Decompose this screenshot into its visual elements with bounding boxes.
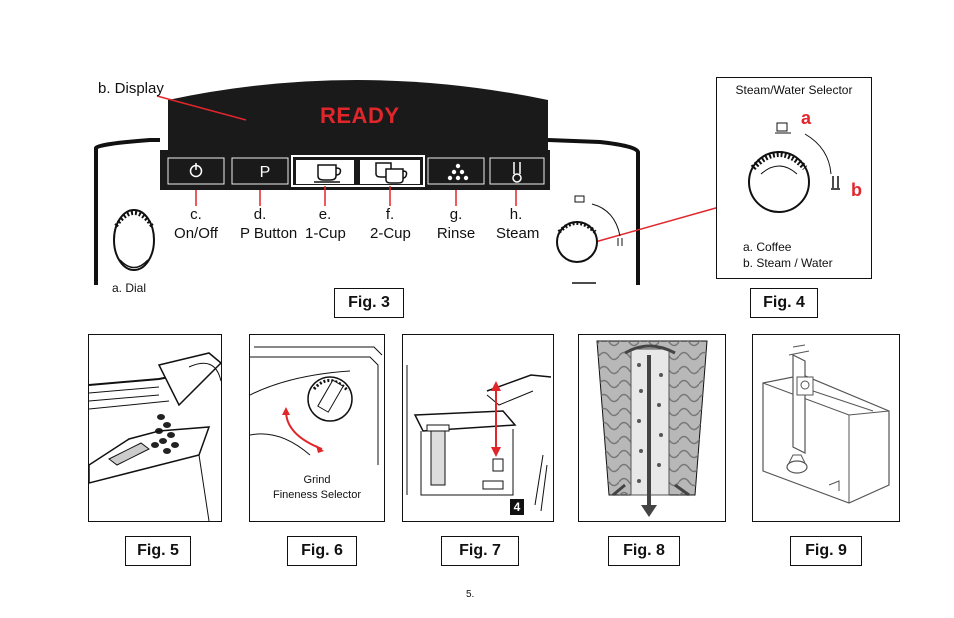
fig8-caption: Fig. 8 <box>608 536 680 566</box>
fig8-panel <box>578 334 726 522</box>
fig9-drawing <box>762 344 890 504</box>
btn-p-letter: d. <box>253 206 267 223</box>
btn-onecup-letter: e. <box>318 206 332 223</box>
fig7-caption: Fig. 7 <box>441 536 519 566</box>
dial-label: a. Dial <box>112 281 147 295</box>
fig6-caption: Fig. 6 <box>287 536 357 566</box>
display-ready-text: READY <box>320 103 400 128</box>
fig6-panel: Grind Fineness Selector <box>249 334 385 522</box>
legend-steam-water: b. Steam / Water <box>743 256 833 270</box>
fig4-panel: Steam/Water Selector a b a. Coffee b. St… <box>716 77 872 279</box>
fig8-drawing <box>596 340 708 517</box>
fig5-caption: Fig. 5 <box>125 536 191 566</box>
part-number-badge: 4 <box>510 499 524 515</box>
coffee-beans-icon <box>151 414 179 454</box>
grind-label-line2: Fineness Selector <box>272 489 362 501</box>
drops-icon <box>447 163 469 181</box>
fig9-panel <box>752 334 900 522</box>
btn-steam-name: Steam <box>496 225 540 242</box>
fig7-drawing <box>406 365 552 512</box>
machine-outline-right <box>547 138 640 285</box>
p-button-symbol: P <box>259 164 271 181</box>
fig4-caption: Fig. 4 <box>750 288 818 318</box>
steam-icon <box>512 162 522 183</box>
one-cup-icon <box>314 164 342 183</box>
two-cup-icon <box>375 162 408 184</box>
btn-rinse-name: Rinse <box>436 225 476 242</box>
fig4-drawing <box>748 122 840 213</box>
btn-rinse-letter: g. <box>449 206 463 223</box>
display-housing <box>168 80 548 150</box>
steam-knob-small <box>556 195 623 284</box>
btn-onecup-name: 1-Cup <box>305 225 346 242</box>
dial-knob-left <box>113 209 155 271</box>
page-number: 5. <box>466 589 475 600</box>
fig5-drawing <box>89 352 221 521</box>
btn-onoff-letter: c. <box>190 206 202 223</box>
steam-tap-icon <box>831 176 840 190</box>
legend-coffee: a. Coffee <box>743 240 792 254</box>
water-tank-outline <box>762 374 890 504</box>
btn-twocup-name: 2-Cup <box>370 225 411 242</box>
coffee-cup-icon <box>775 122 791 134</box>
p-button-key <box>231 157 289 185</box>
fig4-title: Steam/Water Selector <box>735 83 853 97</box>
fig9-caption: Fig. 9 <box>790 536 862 566</box>
btn-steam-letter: h. <box>509 206 523 223</box>
btn-onoff-name: On/Off <box>174 225 218 242</box>
grind-label-line1: Grind <box>303 474 331 486</box>
machine-outline <box>94 138 160 285</box>
onoff-button-key <box>167 157 225 185</box>
btn-twocup-letter: f. <box>385 206 395 223</box>
marker-b: b <box>851 180 862 200</box>
fig3-caption: Fig. 3 <box>334 288 404 318</box>
display-label: b. Display <box>98 80 164 97</box>
steam-key <box>489 157 545 185</box>
fig6-drawing <box>250 346 383 465</box>
marker-a: a <box>801 108 812 128</box>
fig7-panel: 4 <box>402 334 554 522</box>
rinse-key <box>427 157 485 185</box>
fig5-panel <box>88 334 222 522</box>
btn-p-name: P Button <box>240 225 298 242</box>
